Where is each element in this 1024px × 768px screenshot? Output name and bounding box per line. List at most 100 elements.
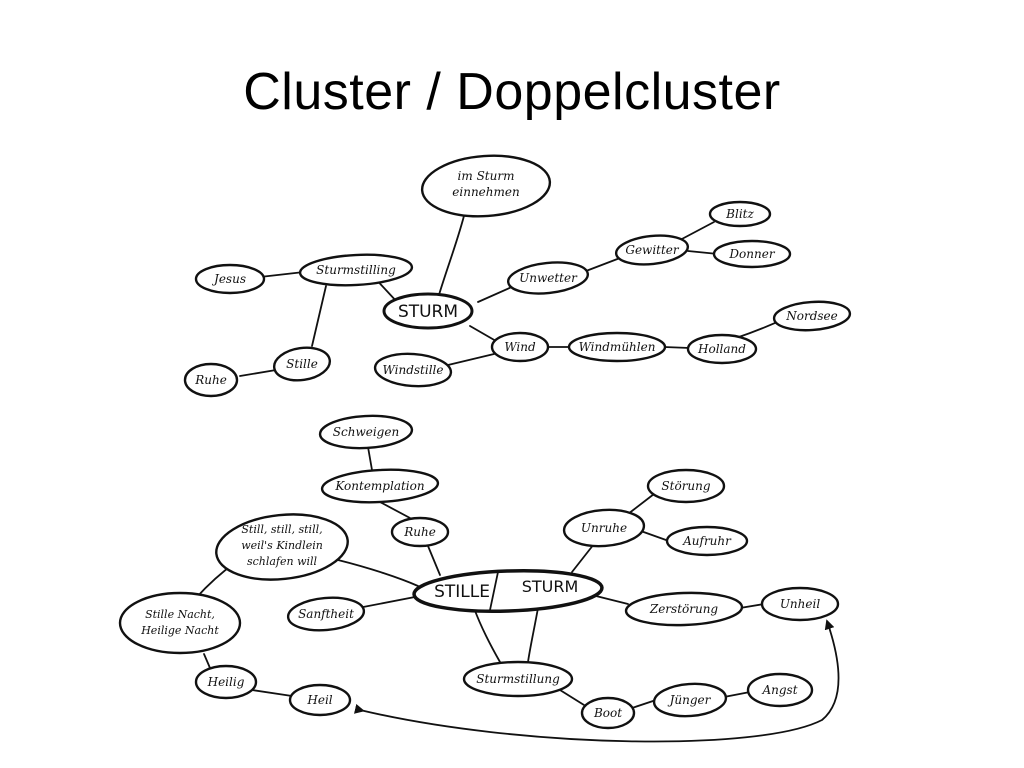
edge-ruhe-stille — [427, 545, 441, 576]
node-label: Boot — [593, 706, 622, 720]
node-label-sturm: STURM — [522, 577, 579, 596]
node-label: Nordsee — [785, 309, 838, 323]
edge-sturm-unruhe — [571, 543, 595, 573]
node-heil: Heil — [288, 683, 352, 717]
node-sturmstilling: Sturmstilling — [298, 253, 414, 287]
node-label: weil's Kindlein — [241, 539, 323, 552]
node-windmuehlen: Windmühlen — [567, 331, 667, 363]
node-holland: Holland — [686, 333, 758, 365]
node-aufruhr: Aufruhr — [665, 525, 749, 557]
bottom-cluster-nodes: Schweigen Kontemplation Ruhe Still, stil… — [118, 414, 840, 730]
node-label: STURM — [398, 302, 458, 322]
node-label: Sturmstillung — [476, 672, 560, 686]
node-label: Angst — [761, 683, 797, 697]
node-label: Donner — [728, 247, 775, 261]
node-label: Still, still, still, — [241, 523, 322, 536]
node-gewitter: Gewitter — [614, 234, 690, 266]
edge-schweigen-kontemplation — [367, 446, 373, 471]
edge-sturm-sturmstillung — [527, 607, 539, 663]
edge-stillenacht-heilig — [203, 653, 211, 669]
node-still-still-still: Still, still, still, weil's Kindlein sch… — [215, 513, 349, 581]
node-label: Zerstörung — [649, 602, 719, 616]
node-label: schlafen will — [247, 555, 318, 568]
node-label: im Sturm — [458, 169, 515, 183]
node-unheil: Unheil — [760, 586, 840, 622]
node-label: Störung — [661, 479, 710, 493]
node-label: Sanftheit — [298, 607, 354, 621]
node-label: Aufruhr — [682, 534, 732, 548]
node-label: Holland — [697, 342, 746, 356]
node-sturmstillung: Sturmstillung — [462, 660, 574, 698]
arrow-heil-unheil — [353, 619, 840, 743]
edge-stille-sturmstillung — [473, 607, 501, 663]
node-schweigen: Schweigen — [318, 414, 414, 450]
node-zerstoerung: Zerstörung — [624, 591, 744, 627]
node-label: Stille — [286, 357, 318, 371]
edge-sturmstilling-stille — [311, 285, 327, 347]
node-nordsee: Nordsee — [772, 300, 852, 332]
node-stille-nacht: Stille Nacht, Heilige Nacht — [118, 591, 242, 655]
node-label: Wind — [504, 340, 536, 354]
node-windstille: Windstille — [373, 352, 453, 388]
node-unwetter: Unwetter — [506, 261, 590, 295]
node-im-sturm-einnehmen: im Sturm einnehmen — [420, 154, 552, 218]
edge-zerstoerung-unheil — [739, 603, 765, 609]
node-ruhe-2: Ruhe — [390, 516, 450, 548]
node-label: Heilig — [207, 675, 245, 689]
edge-juenger-angst — [723, 691, 751, 698]
node-sanftheit: Sanftheit — [286, 596, 366, 632]
top-cluster-edges — [239, 211, 783, 377]
edge-wind-windstille — [447, 353, 495, 366]
node-angst: Angst — [746, 672, 814, 708]
node-label: Sturmstilling — [316, 263, 396, 277]
edge-unwetter-gewitter — [585, 257, 621, 272]
edge-heilig-heil — [251, 689, 293, 697]
node-stoerung: Störung — [646, 468, 726, 504]
edge-gewitter-blitz — [679, 221, 715, 241]
node-blitz: Blitz — [708, 200, 772, 228]
node-label: Kontemplation — [334, 479, 424, 493]
edge-sturm-zerstoerung — [595, 595, 629, 605]
node-label: Jünger — [667, 693, 712, 707]
node-label: Stille Nacht, — [145, 608, 215, 621]
node-heilig: Heilig — [194, 664, 258, 700]
node-label: Unheil — [780, 597, 821, 611]
edge-stille-ruhe — [239, 369, 277, 377]
node-stille: Stille — [272, 346, 332, 382]
node-label: Ruhe — [194, 373, 227, 387]
edge-kontemplation-ruhe — [379, 501, 411, 519]
node-unruhe: Unruhe — [562, 508, 646, 548]
node-stille-sturm: STILLE STURM — [412, 568, 604, 614]
node-label: Heilige Nacht — [140, 624, 219, 637]
node-label: Windstille — [383, 363, 444, 377]
node-label-stille: STILLE — [434, 582, 490, 602]
edge-unruhe-stoerung — [627, 493, 655, 515]
node-ruhe: Ruhe — [183, 362, 239, 398]
node-label: Unwetter — [519, 271, 578, 285]
node-label: Schweigen — [333, 425, 399, 439]
node-sturm: STURM — [382, 292, 474, 330]
node-boot: Boot — [580, 696, 636, 730]
node-label: Ruhe — [403, 525, 436, 539]
slide-title: Cluster / Doppelcluster — [243, 63, 781, 121]
node-juenger: Jünger — [652, 682, 728, 718]
edge-sturm-wind — [469, 325, 497, 342]
edge-boot-juenger — [631, 699, 657, 709]
node-donner: Donner — [712, 239, 792, 269]
node-label: Heil — [306, 693, 332, 707]
node-wind: Wind — [490, 331, 550, 363]
edge-windmuehlen-holland — [663, 346, 691, 349]
node-label: Gewitter — [625, 243, 680, 257]
top-cluster-nodes: im Sturm einnehmen Sturmstilling Jesus S… — [183, 154, 852, 398]
edge-sanftheit-stille — [357, 595, 421, 609]
edge-sturmstilling-jesus — [259, 271, 305, 278]
edge-song-stille — [337, 559, 419, 587]
edge-sturm-unwetter — [477, 285, 515, 303]
node-label: Windmühlen — [579, 340, 656, 354]
node-label: Unruhe — [581, 521, 627, 535]
stille-sturm-divider — [489, 571, 499, 611]
node-label: Jesus — [211, 272, 246, 286]
edge-sturm-einnehmen — [437, 211, 466, 299]
node-label: Blitz — [725, 207, 754, 221]
